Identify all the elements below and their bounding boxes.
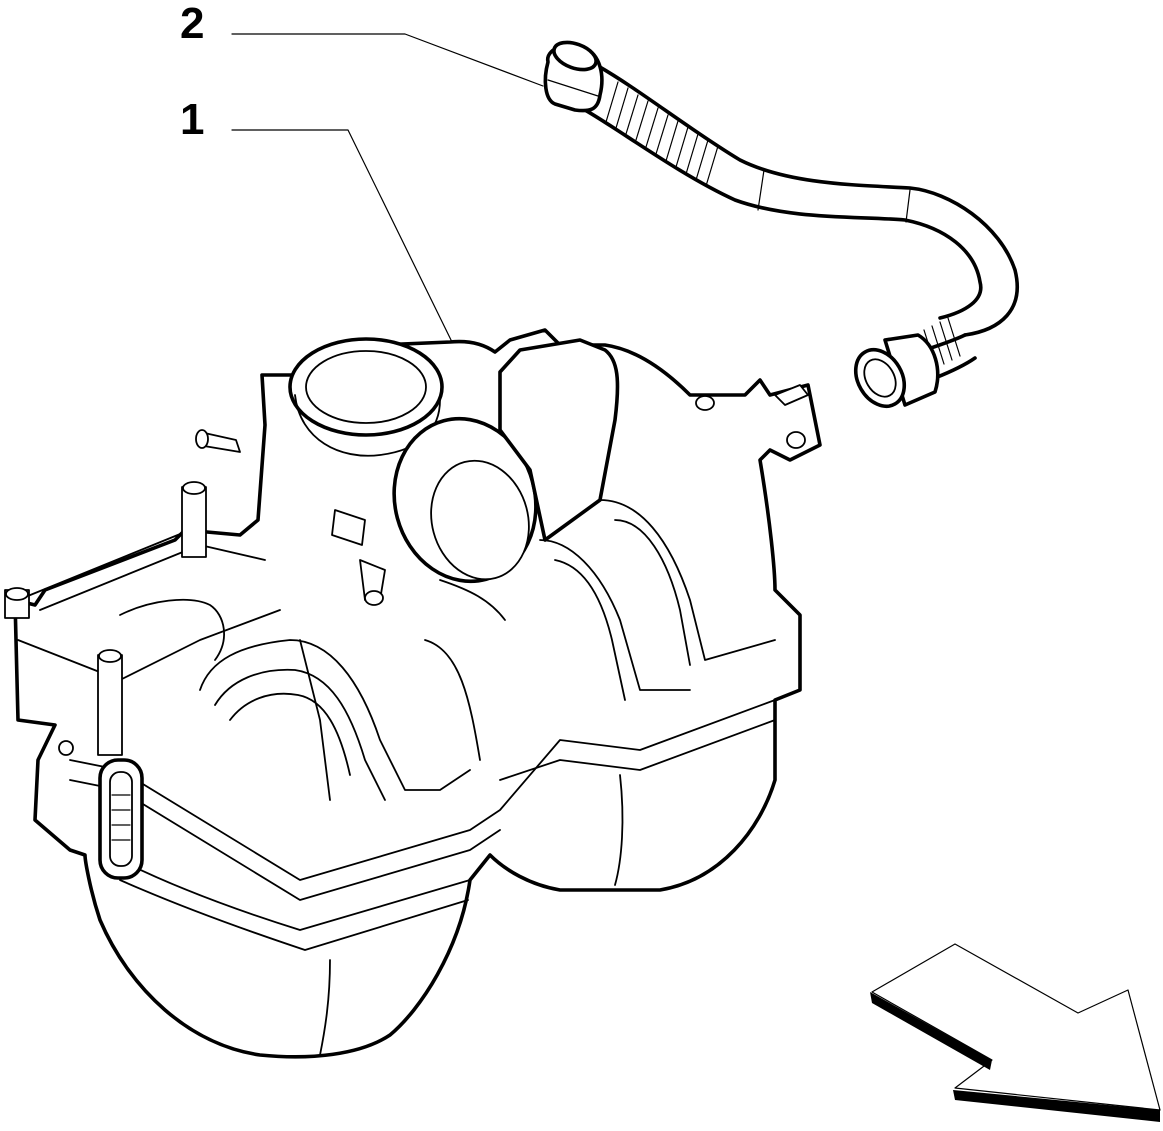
direction-arrow-icon [870, 943, 1161, 1122]
leader-line-2 [231, 33, 544, 87]
callout-label-2[interactable]: 2 [180, 0, 205, 48]
intake-manifold-assembly[interactable] [4, 328, 822, 1059]
leader-line-1 [231, 129, 453, 343]
callout-label-1[interactable]: 1 [180, 95, 205, 144]
breather-hose[interactable] [543, 37, 1019, 415]
